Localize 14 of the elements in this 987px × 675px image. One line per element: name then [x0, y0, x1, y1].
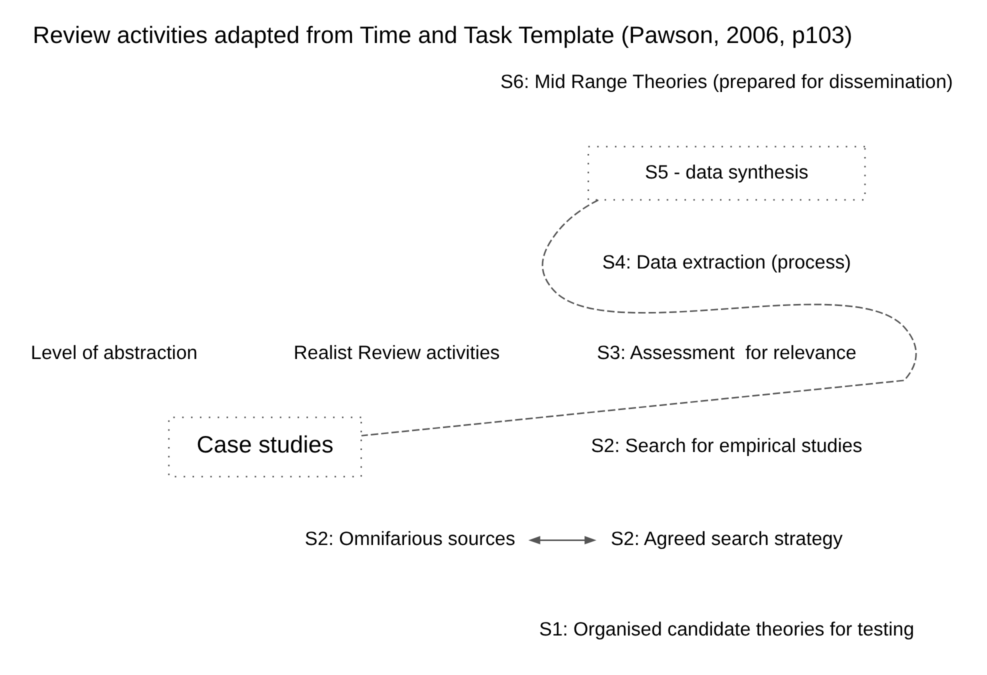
label: S2: Search for empirical studies: [590, 436, 862, 458]
label: S6: Mid Range Theories (prepared for dissemination): [500, 72, 952, 94]
label: S4: Data extraction (process): [602, 252, 851, 274]
connector: [360, 199, 916, 436]
label: Realist Review activities: [293, 342, 500, 364]
label: S1: Organised candidate theories for testing: [538, 619, 914, 640]
node-text: S2: Omnifarious sources: [304, 529, 515, 550]
node-text: S2: Agreed search strategy: [610, 529, 842, 550]
arrow: [528, 536, 596, 544]
label: Level of abstraction: [30, 342, 197, 364]
node-box: S5 - data synthesis: [587, 146, 866, 201]
diagram-title: Review activities adapted from Time and Task Template (Pawson, 2006, p103): [32, 22, 852, 49]
node-box: Case studies: [168, 416, 362, 478]
label: S3: Assessment for relevance: [596, 342, 856, 364]
